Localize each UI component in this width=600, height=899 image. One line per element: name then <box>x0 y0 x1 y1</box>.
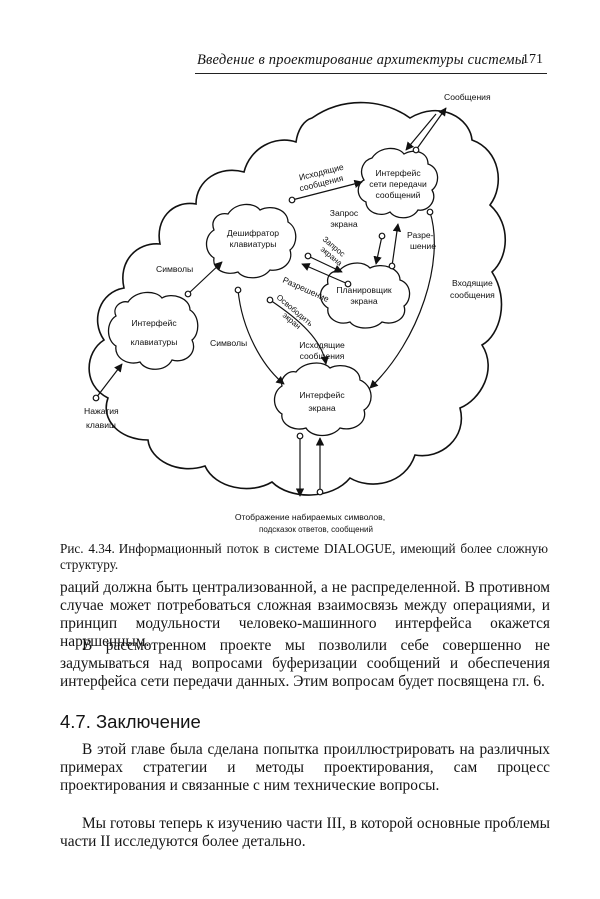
label-outgoing-bottom-2: сообщения <box>300 351 345 361</box>
paragraph-4: Мы готовы теперь к изучению части III, в… <box>60 815 550 850</box>
figure-caption-label: Рис. 4.34. <box>60 541 115 556</box>
node-network-line3: сообщений <box>376 190 421 200</box>
label-screen-request-1: Запрос <box>330 208 359 218</box>
header-rule <box>195 73 547 74</box>
label-display-output-1: Отображение набираемых символов, <box>235 512 385 522</box>
running-header: Введение в проектирование архитектуры си… <box>195 52 547 74</box>
node-network-line1: Интерфейс <box>375 168 421 178</box>
dataflow-figure: Интерфейс сети передачи сообщений Дешифр… <box>55 82 555 542</box>
node-network-line2: сети передачи <box>369 179 427 189</box>
figure-caption-text: Информационный поток в системе DIALOGUE,… <box>60 541 548 572</box>
node-decoder-line2: клавиатуры <box>230 239 277 249</box>
label-display-output-2: подсказок ответов, сообщений <box>259 525 373 534</box>
flow-labels: Сообщения Исходящие сообщения Запрос экр… <box>84 92 495 534</box>
node-planner-line2: экрана <box>350 296 377 306</box>
screen-interface-cloud <box>273 362 372 437</box>
node-labels: Интерфейс сети передачи сообщений Дешифр… <box>131 168 427 413</box>
arrow-tail-markers <box>92 146 434 496</box>
label-key-presses-2: клавиш <box>86 420 116 430</box>
paragraph-3: В этой главе была сделана попытка проилл… <box>60 741 550 794</box>
node-screen-line1: Интерфейс <box>299 390 345 400</box>
section-heading: 4.7. Заключение <box>60 711 201 732</box>
node-planner-line1: Планировщик <box>336 285 392 295</box>
keyboard-decoder-cloud <box>205 203 297 279</box>
paragraph-2: В рассмотренном проекте мы позволили себ… <box>60 637 550 690</box>
label-permission-right-1: Разре- <box>407 230 434 240</box>
node-keyboard-line2: клавиатуры <box>131 337 178 347</box>
paragraph-1: раций должна быть централизованной, а не… <box>60 579 550 650</box>
label-messages-top: Сообщения <box>444 92 491 102</box>
label-incoming-1: Входящие <box>452 278 493 288</box>
keyboard-interface-cloud <box>107 291 199 370</box>
page-number: 171 <box>522 52 543 67</box>
label-key-presses-1: Нажатия <box>84 406 119 416</box>
running-header-title: Введение в проектирование архитектуры си… <box>197 52 525 68</box>
flow-arrows <box>95 107 447 497</box>
node-decoder-line1: Дешифратор <box>227 228 279 238</box>
label-permission-right-2: шение <box>410 241 436 251</box>
label-symbols-upper: Символы <box>156 264 193 274</box>
node-screen-line2: экрана <box>308 403 335 413</box>
label-symbols-lower: Символы <box>210 338 247 348</box>
label-incoming-2: сообщения <box>450 290 495 300</box>
node-keyboard-line1: Интерфейс <box>131 318 177 328</box>
label-outgoing-bottom-1: Исходящие <box>299 340 345 350</box>
figure-caption: Рис. 4.34.Информационный поток в системе… <box>60 541 548 573</box>
dataflow-diagram: Интерфейс сети передачи сообщений Дешифр… <box>84 92 507 534</box>
screen-planner-cloud <box>319 262 411 329</box>
system-boundary-cloud <box>88 101 507 496</box>
label-screen-request-2: экрана <box>330 219 357 229</box>
